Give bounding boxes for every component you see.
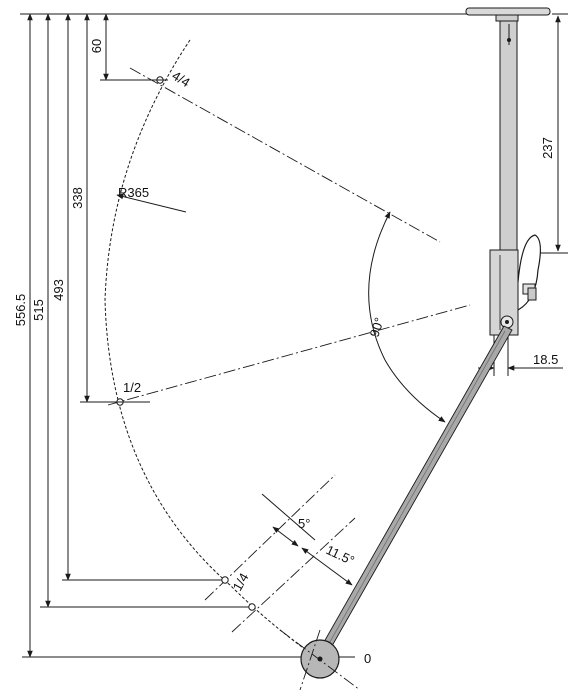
height-4-4-label: 60 bbox=[89, 39, 104, 53]
marker-1-2 bbox=[104, 398, 150, 406]
bob-vertical-centerline bbox=[299, 629, 321, 690]
clamp-bracket bbox=[489, 249, 519, 336]
radial-line-1-2 bbox=[107, 304, 471, 406]
position-label-1-2: 1/2 bbox=[123, 380, 141, 395]
dim-5deg-line bbox=[272, 526, 299, 547]
angle-90-arc bbox=[368, 211, 446, 423]
pendulum-rod bbox=[315, 325, 513, 661]
angle-5-label: 5° bbox=[298, 516, 310, 531]
angle-11-5-label: 11.5° bbox=[324, 542, 357, 568]
radius-leader-line bbox=[116, 193, 187, 213]
pendulum-bob bbox=[300, 639, 340, 679]
support-column bbox=[499, 20, 518, 254]
position-label-zero: 0 bbox=[364, 651, 371, 666]
marker-1-4 bbox=[248, 603, 256, 611]
bob-centerline bbox=[279, 629, 361, 690]
radial-line-1-4 bbox=[231, 517, 356, 633]
swing-arc bbox=[104, 39, 321, 661]
ceiling-mount-plate bbox=[465, 7, 551, 22]
mount-offset-label: 18.5 bbox=[533, 352, 558, 367]
position-label-4-4: 4/4 bbox=[169, 68, 192, 90]
dim-11-5deg-line bbox=[301, 547, 353, 586]
marker-pivot bbox=[221, 576, 229, 584]
cable-connector bbox=[517, 234, 541, 311]
dim-5deg-ext-line bbox=[261, 493, 316, 541]
position-label-1-4: 1/4 bbox=[230, 570, 252, 593]
radius-label: R365 bbox=[118, 185, 149, 200]
height-1-4-label: 515 bbox=[31, 299, 46, 321]
height-1-2-label: 338 bbox=[70, 187, 85, 209]
overall-height-label: 556.5 bbox=[13, 294, 28, 327]
mount-length-label: 237 bbox=[540, 137, 555, 159]
angle-90-label: 90° bbox=[367, 316, 387, 339]
height-pivot-label: 493 bbox=[51, 279, 66, 301]
marker-4-4 bbox=[152, 76, 168, 84]
radial-line-4-4 bbox=[129, 67, 441, 243]
